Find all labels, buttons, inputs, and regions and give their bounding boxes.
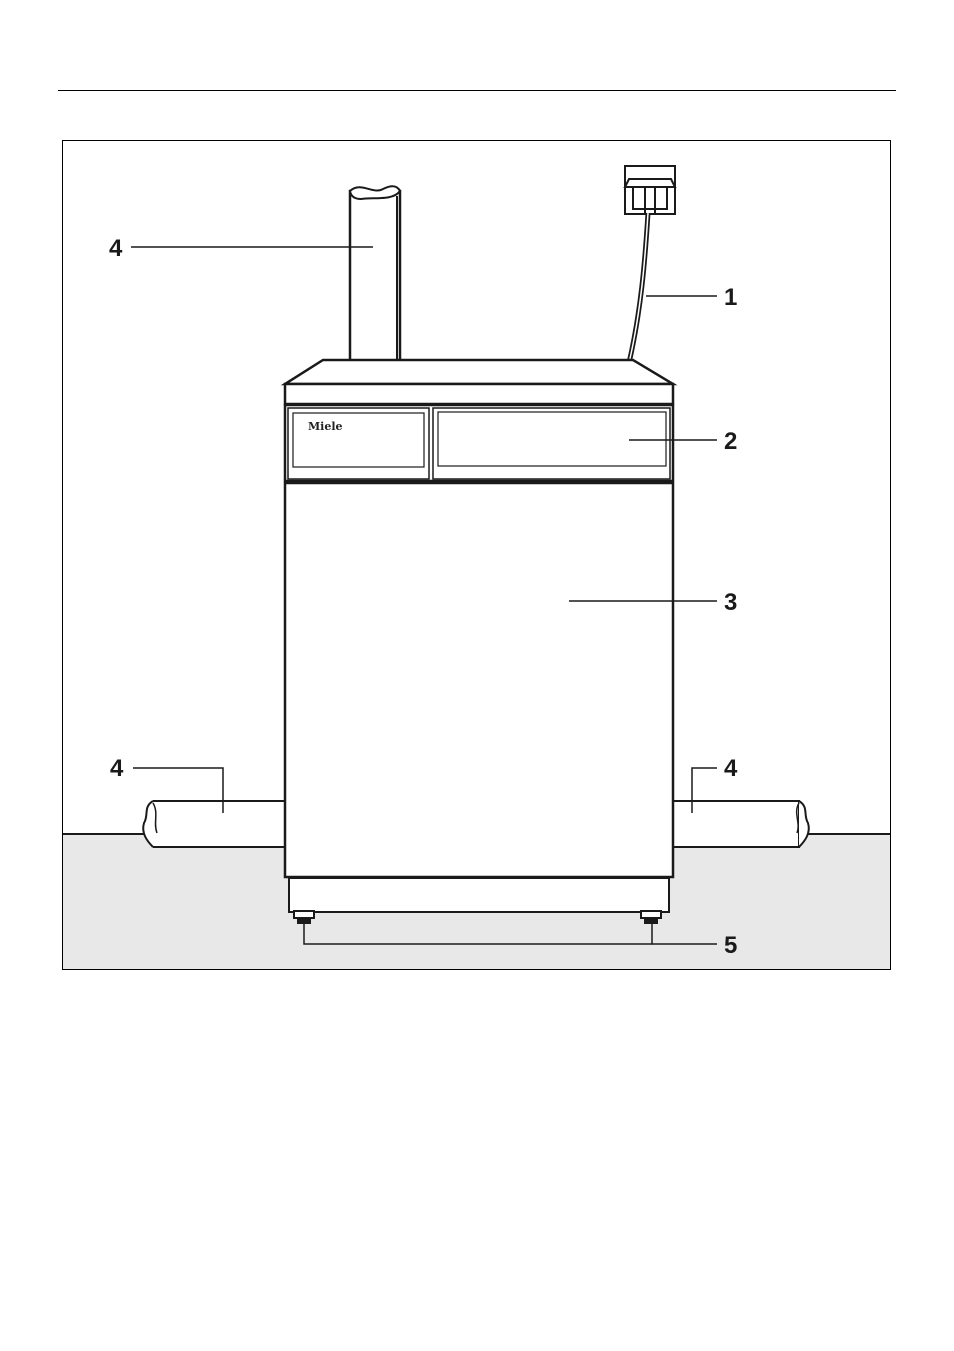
machine-lid (285, 360, 673, 384)
callout-2: 2 (724, 428, 737, 455)
callout-5: 5 (724, 932, 737, 959)
plinth (289, 878, 669, 912)
callout-4-right: 4 (724, 755, 738, 782)
callout-4-left: 4 (110, 755, 124, 782)
appliance-diagram: Miele 4 1 2 3 4 4 5 (63, 141, 891, 970)
foot-right (641, 911, 661, 924)
callout-1: 1 (724, 284, 737, 311)
header-rule (58, 90, 896, 91)
brand-logo: Miele (308, 420, 343, 433)
callout-3: 3 (724, 589, 737, 616)
lid-front-edge (285, 384, 673, 404)
callout-4-top: 4 (109, 235, 123, 262)
pipe-left (143, 801, 285, 847)
diagram-frame: Miele 4 1 2 3 4 4 5 (62, 140, 891, 970)
front-door (285, 483, 673, 877)
power-cable (629, 213, 648, 363)
wall-socket (625, 166, 675, 214)
control-panel-inset (438, 412, 666, 466)
pipe-vertical (350, 186, 400, 366)
